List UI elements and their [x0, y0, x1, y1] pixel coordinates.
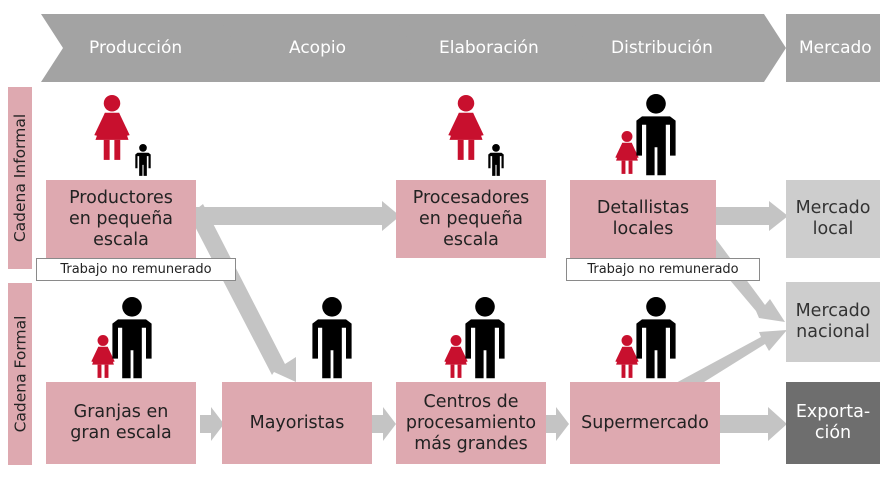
stage-label-elaboracion: Elaboración [439, 38, 539, 58]
arrow-producers-to-wholesalers [189, 204, 296, 382]
row-label-informal-text: Cadena Informal [11, 113, 30, 243]
box-procesadores: Procesadores en pequeña escala [396, 180, 546, 258]
chevron-acopio [216, 14, 434, 82]
girl-icon [615, 131, 639, 174]
box-exportacion: Exporta- ción [786, 382, 880, 464]
box-supermercado: Supermercado [570, 382, 720, 464]
note-unpaid-work-left: Trabajo no remunerado [36, 258, 236, 281]
box-detallistas: Detallistas locales [570, 180, 716, 258]
arrow-wholesalers-to-processing [372, 407, 396, 441]
box-granjas: Granjas en gran escala [46, 382, 196, 464]
box-mayoristas: Mayoristas [222, 382, 372, 464]
box-mercado-nacional: Mercado nacional [786, 282, 880, 362]
row-label-formal: Cadena Formal [8, 283, 32, 465]
row-label-informal: Cadena Informal [8, 87, 32, 269]
stage-label-mercado: Mercado [799, 38, 872, 58]
woman-icon [448, 95, 484, 160]
man-icon [636, 297, 676, 379]
boy-icon [135, 144, 151, 176]
stage-label-produccion: Producción [89, 38, 183, 58]
girl-icon [91, 335, 115, 378]
man-icon [636, 94, 676, 176]
box-mercado-local: Mercado local [786, 180, 880, 258]
arrow-retailers-to-local-market [715, 201, 788, 231]
woman-icon [94, 95, 130, 160]
arrow-processing-to-supermarket [545, 407, 569, 441]
flow-arrows [189, 201, 788, 441]
arrow-producers-to-processors [196, 201, 400, 231]
stage-chevrons [41, 14, 880, 82]
man-icon [465, 297, 505, 379]
girl-icon [444, 335, 468, 378]
chevron-elaboracion [392, 14, 610, 82]
stage-label-distribucion: Distribución [611, 38, 713, 58]
boy-icon [488, 144, 504, 176]
note-unpaid-work-right: Trabajo no remunerado [566, 258, 760, 281]
arrow-supermarket-to-export [720, 407, 787, 441]
chevron-produccion [41, 14, 258, 82]
chevron-mercado [786, 14, 880, 82]
box-centros-procesamiento: Centros de procesamiento más grandes [396, 382, 546, 464]
arrow-supermarket-to-national-market [674, 330, 787, 397]
box-productores: Productores en pequeña escala [46, 180, 196, 258]
man-icon [312, 297, 352, 379]
arrow-farms-to-wholesalers [200, 407, 224, 441]
girl-icon [615, 335, 639, 378]
man-icon [112, 297, 152, 379]
stage-label-acopio: Acopio [289, 38, 346, 58]
row-label-formal-text: Cadena Formal [11, 315, 30, 433]
chevron-distribucion [568, 14, 786, 82]
